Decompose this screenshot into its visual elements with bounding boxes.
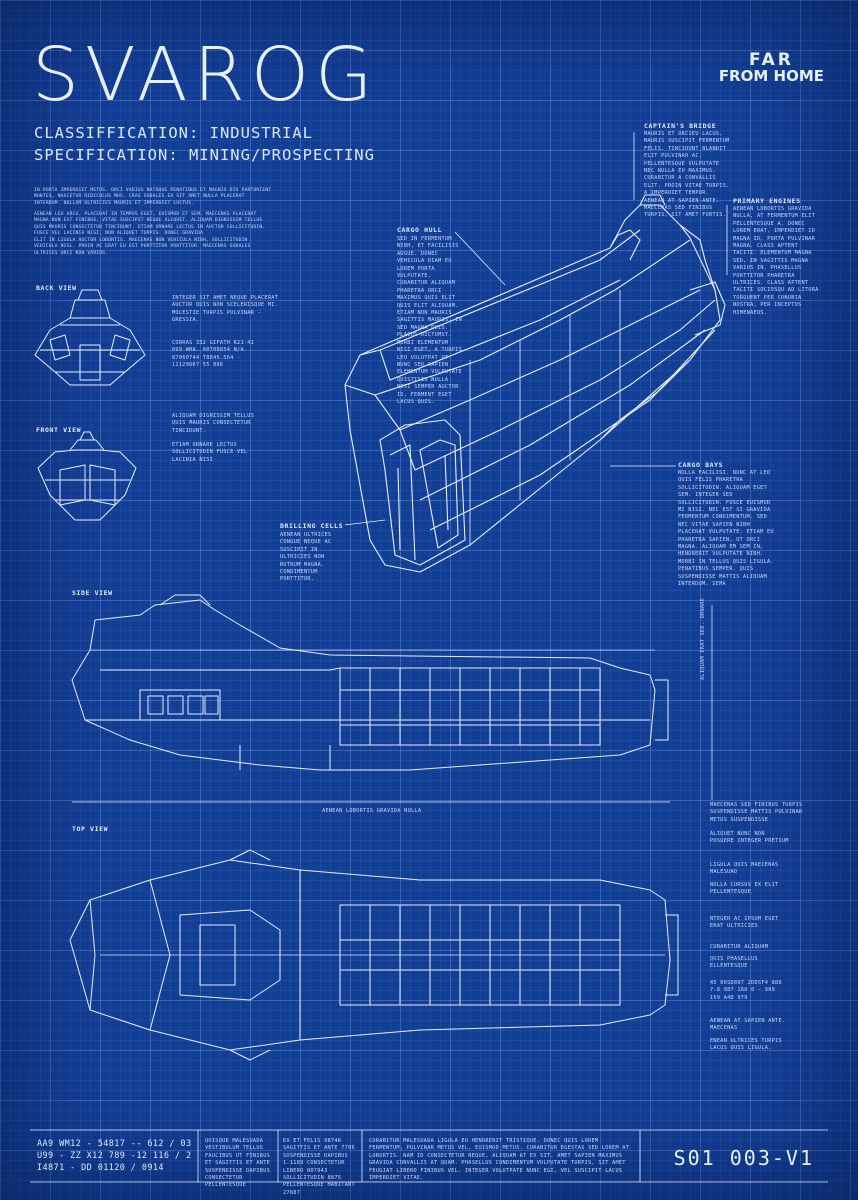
footer-code-3: I4871 - DD 01120 / 0914 [37,1163,164,1173]
footer-column-1: QUISQUE MALESUADA VESTIBULUM TELLUS FAUC… [205,1138,271,1189]
side-view-label: SIDE VIEW [72,589,113,597]
brand-line2: FROM HOME [718,67,824,85]
right-note-4: NULLA CURSUS EX ELIT PELLENTESQUE [710,882,779,896]
right-note-9: AENEAN AT SAPIEN ANTE. MAECENAS [710,1018,786,1032]
footer-column-3: CURABITUR MALESUADA LIGULA EU HENDRERIT … [369,1138,630,1182]
serial-number: S01 003-V1 [673,1146,814,1170]
footer-column-2: EX ET FELIS 98746 SAGITTIS ET ANTE 7786 … [283,1138,355,1196]
back-view-note-2: CORRAS 332 GIFATH R21-41 099 WHA. 007088… [172,340,255,369]
footer-frame [30,1129,828,1183]
right-note-5: NTEGER AC IPSUM EGET ERAT ULTRICIES [710,916,779,930]
back-view-note-1: INTEGER SIT AMET NEQUE PLACERAT AUCTOR Q… [172,295,279,324]
right-note-1: MAECENAS SED FINIBUS TURPIS SUSPENDISSE … [710,802,803,823]
right-note-2: ALIQUET NUNC NON POSUERE INTEGER PRETIUM [710,831,789,845]
captains-bridge-text: MAURIS ET ORCIEU LACUS, MAURIS SUSCIPIT … [644,131,730,219]
primary-engines-label: PRIMARY ENGINES [733,197,801,205]
right-note-8: 45 00SD897 2DDSF4 886 7-8 987 180 0 - 98… [710,980,782,1001]
side-view-drawing [71,594,713,803]
primary-engines-text: AENEAN LOBORTIS GRAVIDA NULLA, AT FERMEN… [733,206,819,316]
callout-lines [344,132,728,526]
drilling-cells-label: DRILLING CELLS [280,522,344,530]
footer-code-1: AA9 WM12 - 54817 -- 612 / 03 [37,1139,192,1149]
back-view-label: BACK VIEW [36,284,77,292]
front-view-note-1: ALIQUAM DIGNISSIM TELLUS QUIS MAURIS CON… [172,413,255,434]
ship-perspective-drawing [344,194,726,573]
intro-paragraph-2: AENEAN LEO ARCU, PLACERAT IN TEMPUS EGET… [34,212,266,237]
captains-bridge-label: CAPTAIN'S BRIDGE [644,122,717,130]
page-title: SVAROG [32,32,379,118]
footer-code-2: U99 - ZZ X12 789 -12 116 / 2 [37,1151,192,1161]
cargo-bays-label: CARGO BAYS [678,461,724,469]
front-view-note-2: ETIAM ORNARE LECTUS SOLLICITUDIN FUSCE V… [172,442,248,463]
brand-logo: FAR FROM HOME [719,52,824,84]
front-view-label: FRONT VIEW [36,426,82,434]
brand-line1: FAR [748,50,794,70]
cargo-hull-label: CARGO HULL [397,226,443,234]
intro-paragraph-1: IN PORTA IMPERDIET METUS. ORCI VARIUS NA… [34,188,272,206]
cargo-bays-text: NULLA FACILISI. NUNC AT LEO QUIS FELIS P… [678,470,774,588]
right-note-6: CURABITUR ALIQUAM [710,944,769,950]
specification-text: SPECIFICATION: MINING/PROSPECTING [34,146,375,164]
right-note-10: ENEAN ULTRICES TURPIS LACUS QUIS LIGULA. [710,1038,782,1052]
top-view-label: TOP VIEW [72,825,109,833]
top-view-drawing [69,849,679,1061]
drilling-cells-text: AENEAN ULTRICES CONGUE NEQUE AC SUSCIPIT… [280,532,332,583]
side-view-caption: AENEAN LOBORTIS GRAVIDA NULLA [322,808,422,814]
right-note-7: QUIS PHASELLUS ELLENTESQUE [710,956,758,970]
classification-text: CLASSIFFICATION: INDUSTRIAL [34,124,313,142]
intro-paragraph-3: ELIT IN LIGULA AUCTOR LOBORTIS. MAECENAS… [34,238,251,256]
right-note-3: LIGULA QUIS MAECENAS MALESUAD [710,862,779,876]
back-view-drawing [34,289,146,386]
front-view-drawing [37,431,137,521]
